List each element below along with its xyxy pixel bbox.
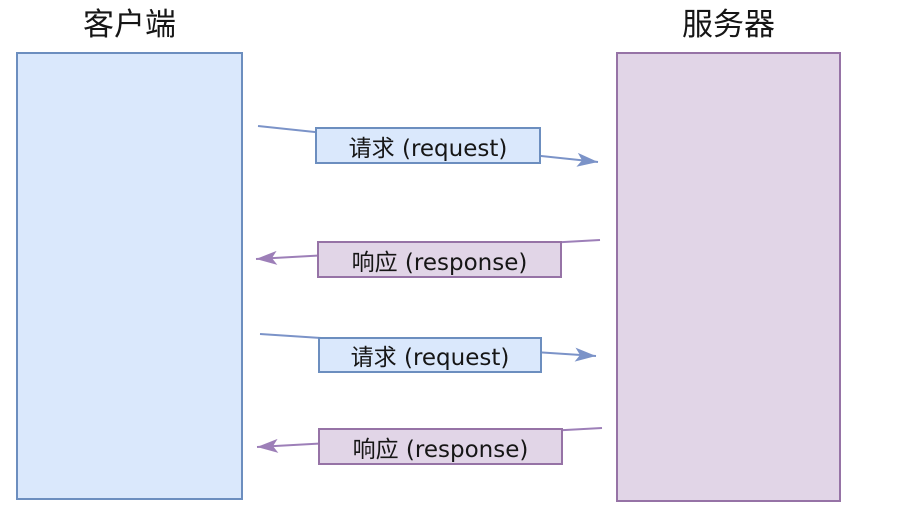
request-label-1: 请求 (request) <box>315 127 541 164</box>
response-label-2: 响应 (response) <box>318 428 563 465</box>
client-box <box>16 52 243 500</box>
server-title: 服务器 <box>682 7 775 43</box>
response-label-1: 响应 (response) <box>317 241 562 278</box>
client-title: 客户端 <box>83 7 176 43</box>
request-label-2: 请求 (request) <box>318 337 542 373</box>
server-box <box>616 52 841 502</box>
